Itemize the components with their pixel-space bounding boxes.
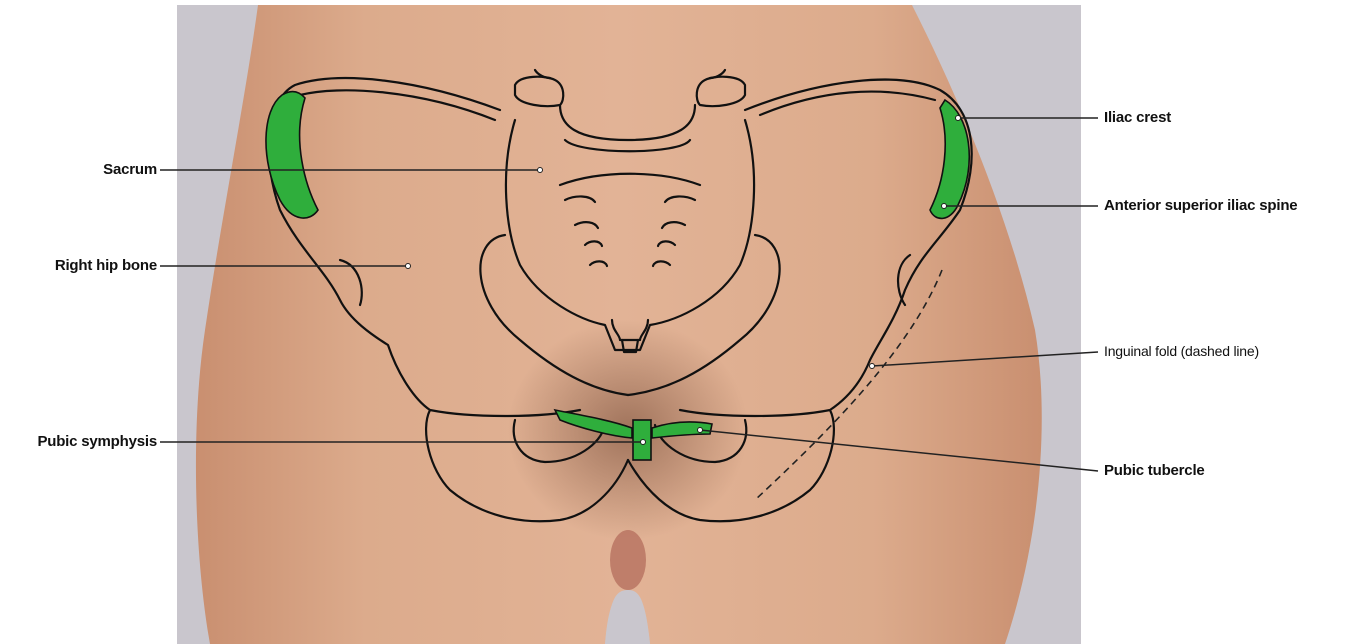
label-right-hip-bone: Right hip bone xyxy=(55,257,157,274)
label-iliac-crest: Iliac crest xyxy=(1104,109,1171,126)
label-pubic-tubercle: Pubic tubercle xyxy=(1104,462,1205,479)
dot-right-hip-bone xyxy=(406,264,411,269)
dot-asis xyxy=(942,204,947,209)
dot-inguinal-fold xyxy=(870,364,875,369)
dot-pubic-tubercle xyxy=(698,428,703,433)
dot-iliac-crest xyxy=(956,116,961,121)
vulva xyxy=(610,530,646,590)
label-sacrum: Sacrum xyxy=(103,161,157,178)
label-pubic-symphysis: Pubic symphysis xyxy=(37,433,157,450)
dot-pubic-symphysis xyxy=(641,440,646,445)
label-asis: Anterior superior iliac spine xyxy=(1104,197,1297,214)
dot-sacrum xyxy=(538,168,543,173)
label-inguinal-fold: Inguinal fold (dashed line) xyxy=(1104,343,1259,359)
